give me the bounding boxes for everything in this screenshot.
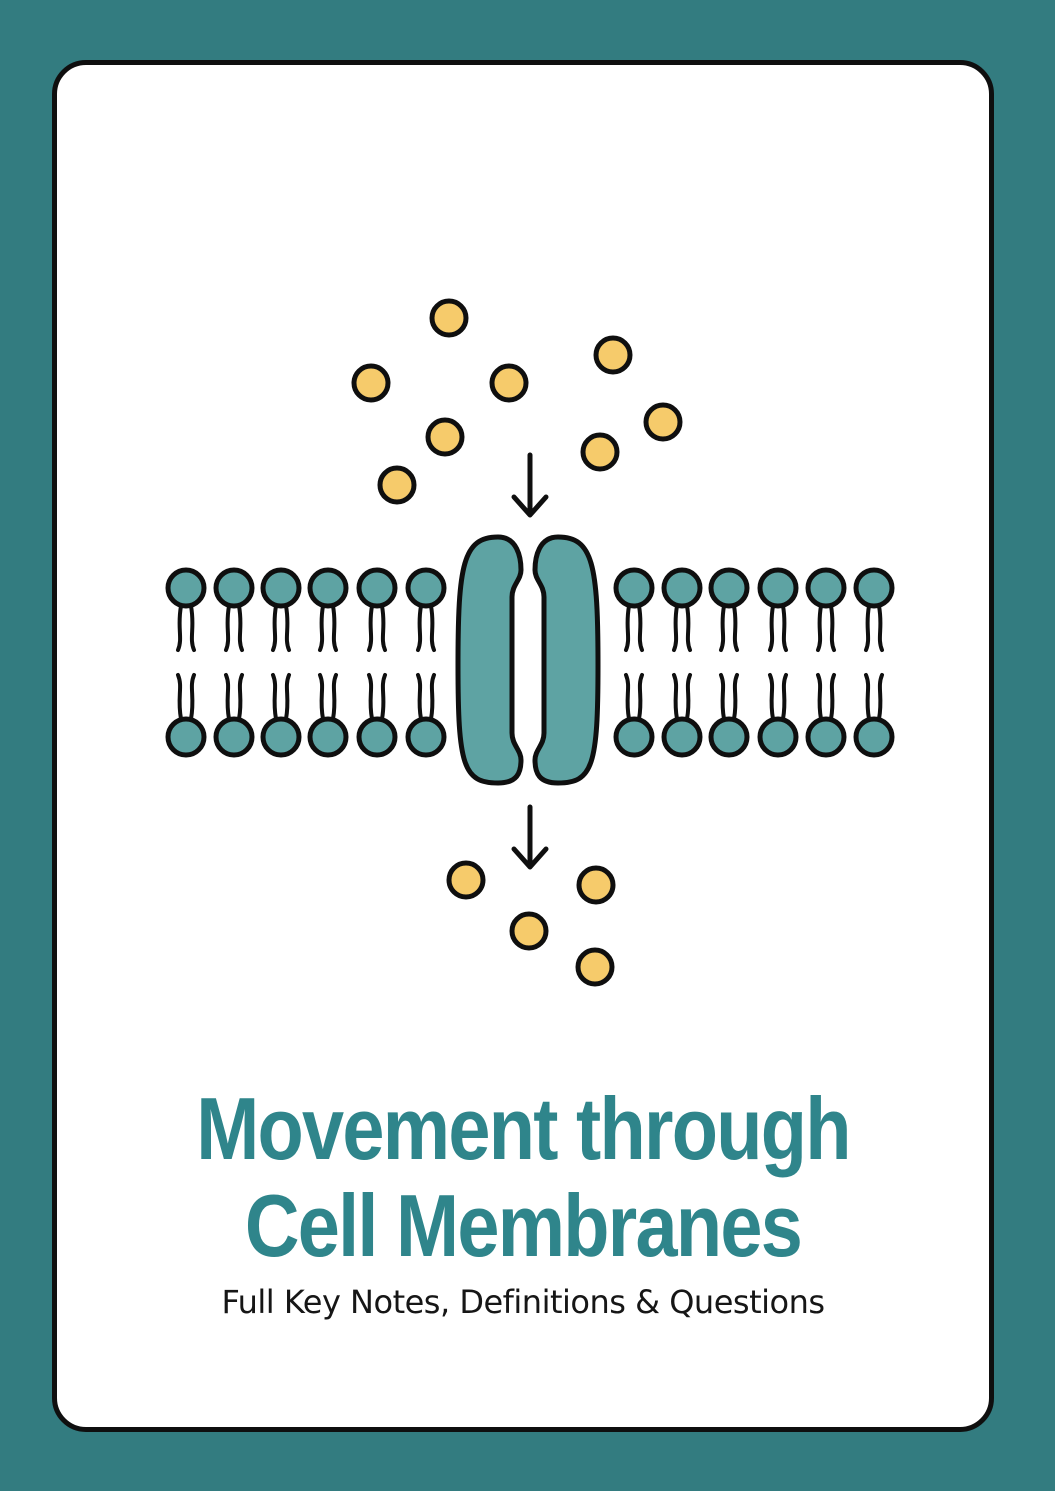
solute-particle <box>446 860 486 900</box>
phospholipid-pair <box>805 567 847 758</box>
phospholipid-pair <box>613 567 655 758</box>
phospholipid-pair <box>356 567 398 758</box>
phospholipid-pair <box>757 567 799 758</box>
phospholipid-head <box>661 567 703 609</box>
solute-particle <box>489 363 529 403</box>
page-title: Movement through Cell Membranes <box>57 1080 989 1274</box>
channel-protein <box>455 534 601 786</box>
phospholipid-head <box>356 567 398 609</box>
solute-particle <box>575 947 615 987</box>
phospholipid-head <box>661 716 703 758</box>
subtitle: Full Key Notes, Definitions & Questions <box>221 1283 825 1321</box>
arrow-down-icon <box>511 452 549 518</box>
phospholipid-head <box>853 716 895 758</box>
membrane-illustration <box>165 298 895 987</box>
phospholipid-pair <box>853 567 895 758</box>
solute-particle <box>580 432 620 472</box>
phospholipid-bilayer <box>165 567 895 758</box>
phospholipid-head <box>213 716 255 758</box>
phospholipid-head <box>307 567 349 609</box>
title-line-1: Movement through <box>196 1079 851 1178</box>
phospholipid-head <box>757 567 799 609</box>
particles-below <box>446 860 616 987</box>
phospholipid-head <box>405 716 447 758</box>
phospholipid-pair <box>405 567 447 758</box>
solute-particle <box>351 363 391 403</box>
channel-protein-right-half <box>532 534 601 786</box>
phospholipid-head <box>165 716 207 758</box>
phospholipid-head <box>708 716 750 758</box>
phospholipid-head <box>805 567 847 609</box>
phospholipid-pair <box>661 567 703 758</box>
solute-particle <box>509 911 549 951</box>
phospholipid-head <box>613 716 655 758</box>
cover-card: Movement through Cell Membranes Full Key… <box>52 60 994 1432</box>
solute-particle <box>593 335 633 375</box>
solute-particle <box>643 402 683 442</box>
phospholipid-head <box>260 567 302 609</box>
solute-particle <box>377 465 417 505</box>
solute-particle <box>425 417 465 457</box>
phospholipid-head <box>405 567 447 609</box>
phospholipid-head <box>708 567 750 609</box>
phospholipid-head <box>853 567 895 609</box>
phospholipid-pair <box>708 567 750 758</box>
phospholipid-head <box>757 716 799 758</box>
phospholipid-pair <box>213 567 255 758</box>
particles-above <box>351 298 683 505</box>
solute-particle <box>429 298 469 338</box>
phospholipid-head <box>805 716 847 758</box>
phospholipid-pair <box>165 567 207 758</box>
phospholipid-head <box>165 567 207 609</box>
phospholipid-head <box>213 567 255 609</box>
phospholipid-pair <box>307 567 349 758</box>
phospholipid-head <box>356 716 398 758</box>
phospholipid-pair <box>260 567 302 758</box>
title-line-2: Cell Membranes <box>244 1176 803 1275</box>
phospholipid-head <box>307 716 349 758</box>
phospholipid-head <box>260 716 302 758</box>
phospholipid-head <box>613 567 655 609</box>
arrow-down-icon <box>511 804 549 870</box>
channel-protein-left-half <box>455 534 524 786</box>
solute-particle <box>576 865 616 905</box>
